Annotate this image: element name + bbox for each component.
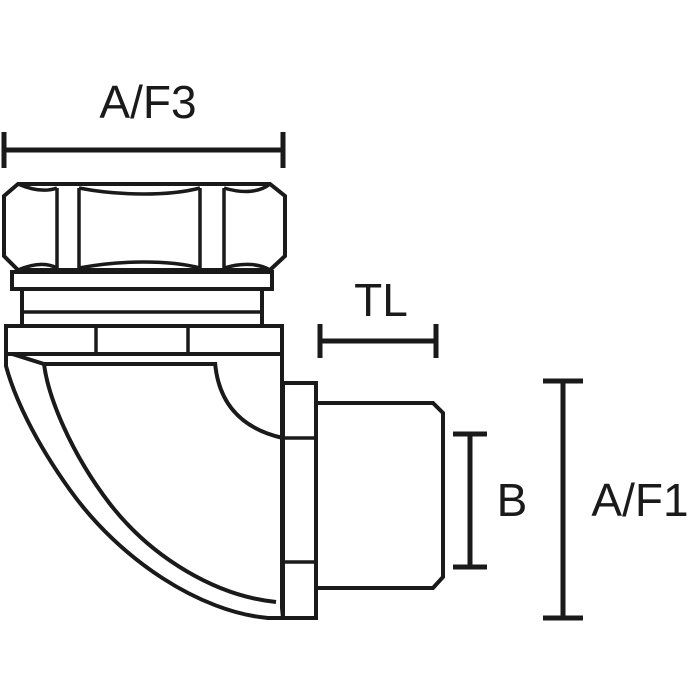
hex-barrel-bottom-arc [78,260,201,270]
dimension-b-label: B [497,474,528,526]
outlet-thread-stub [314,401,445,590]
elbow-upper-throat-arc [213,361,284,440]
dimension-b: B [453,431,528,570]
hex-barrel-top-arc [78,186,201,196]
hex-left-bottom-arc [17,262,58,272]
dimension-af3-label: A/F3 [99,76,196,128]
dimension-af1-label: A/F1 [591,474,688,526]
outlet-neck [281,381,318,620]
hex-nut-outline [2,182,287,272]
elbow-inner-curve [42,363,277,604]
elbow-body-outline [3,350,286,620]
dimension-af3: A/F3 [1,76,286,168]
flange-block [4,324,284,356]
dimension-tl: TL [317,274,439,358]
collar-washer-face [10,270,274,291]
hex-right-bottom-arc [223,262,271,272]
collar-band-lower [20,286,264,328]
dimension-tl-label: TL [354,274,408,326]
part-geometry [2,182,445,620]
hex-left-top-arc [17,182,58,192]
hex-right-top-arc [223,182,272,194]
dimension-af1: A/F1 [543,378,689,621]
